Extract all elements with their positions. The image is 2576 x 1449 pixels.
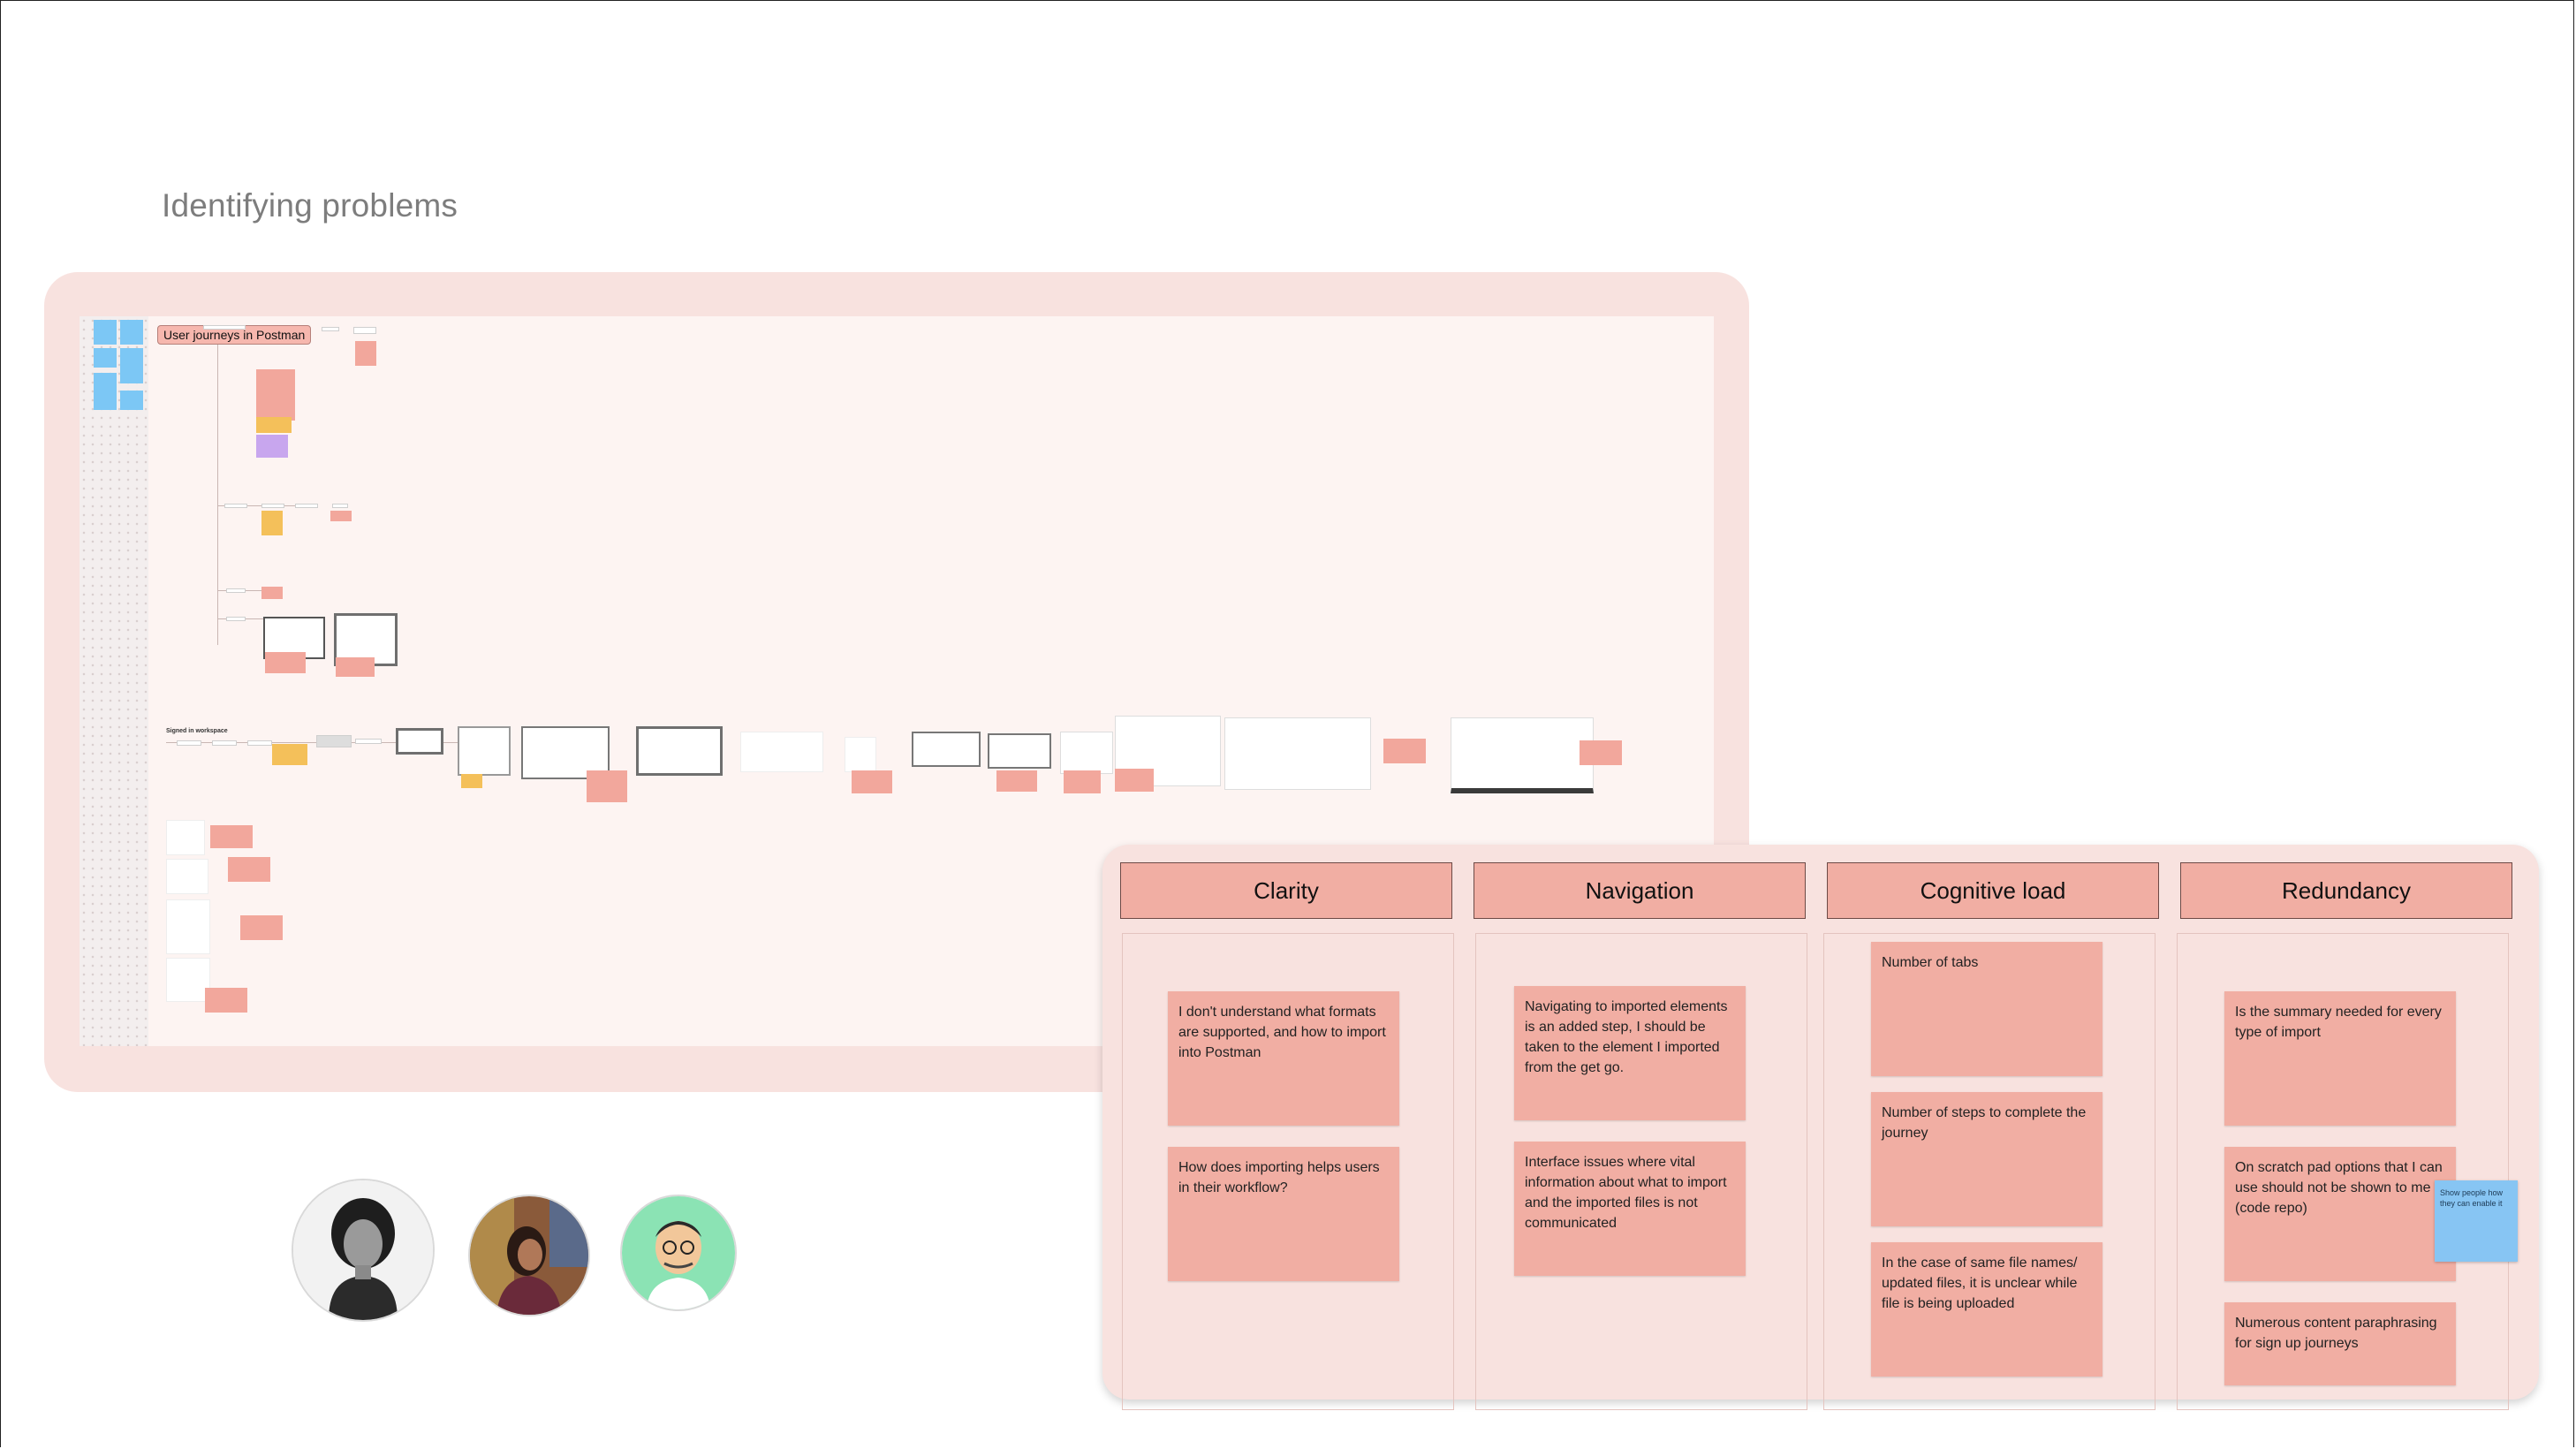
mini-screenshot (1224, 717, 1371, 790)
avatar[interactable] (620, 1195, 737, 1311)
mini-sticky-yellow (272, 744, 307, 765)
mini-sticky-pink (1064, 770, 1101, 793)
mini-screenshot (636, 726, 723, 776)
mini-label (295, 504, 318, 508)
mini-label (261, 504, 284, 508)
column-body-redundancy (2177, 933, 2509, 1410)
sticky-note[interactable]: Number of steps to complete the journey (1871, 1092, 2102, 1226)
mini-label (226, 617, 246, 621)
column-header-cognitive-load: Cognitive load (1827, 862, 2159, 919)
mini-screenshot (845, 737, 876, 772)
mini-sticky-pink (996, 770, 1037, 792)
mini-sticky-pink (240, 915, 283, 940)
mini-screenshot (1451, 717, 1594, 793)
mini-sticky-pink (336, 657, 375, 677)
mini-sticky-yellow (261, 511, 283, 535)
mini-sticky-pink (205, 988, 247, 1013)
tree-line (217, 345, 218, 645)
mini-screenshot (166, 899, 210, 954)
mini-screenshot (988, 733, 1051, 769)
sticky-note[interactable]: Is the summary needed for every type of … (2224, 991, 2456, 1126)
mini-sticky-pink (256, 369, 295, 421)
mini-screenshot (166, 958, 210, 1002)
mini-label (316, 735, 352, 747)
mini-screenshot (166, 820, 205, 855)
column-body-navigation (1475, 933, 1807, 1410)
mini-label (224, 504, 247, 508)
mini-sticky-pink (261, 587, 283, 599)
mini-sticky-blue (120, 391, 143, 410)
mini-sticky-pink (265, 652, 306, 673)
person-avatar-icon (622, 1196, 735, 1309)
mini-sticky-blue (94, 348, 117, 368)
sticky-note[interactable]: Navigating to imported elements is an ad… (1514, 986, 1746, 1120)
mini-sticky-pink (587, 770, 627, 802)
tree-line (166, 742, 458, 743)
mini-label (203, 325, 246, 330)
mini-sticky-purple (256, 435, 288, 458)
comment-text: Show people how they can enable it (2440, 1188, 2504, 1208)
affinity-board: Clarity I don't understand what formats … (1102, 845, 2539, 1410)
mini-screenshot (166, 859, 208, 894)
mini-screenshot (396, 728, 443, 755)
sticky-note[interactable]: On scratch pad options that I can use sh… (2224, 1147, 2456, 1281)
mini-sticky-blue (120, 320, 143, 345)
column-body-cognitive-load (1823, 933, 2156, 1410)
column-header-redundancy: Redundancy (2180, 862, 2512, 919)
mini-sticky-pink (1580, 740, 1622, 765)
mini-label (247, 740, 272, 746)
workspace-label: Signed in workspace (166, 728, 228, 734)
mini-screenshot (1060, 732, 1113, 774)
column-body-clarity (1122, 933, 1454, 1410)
mini-sticky-blue (94, 320, 117, 345)
sticky-note[interactable]: I don't understand what formats are supp… (1168, 991, 1399, 1126)
column-header-navigation: Navigation (1474, 862, 1806, 919)
mini-sticky-yellow (256, 417, 292, 433)
sticky-note[interactable]: In the case of same file names/ updated … (1871, 1242, 2102, 1377)
comment-sticky-blue[interactable]: Show people how they can enable it (2435, 1180, 2518, 1262)
mini-sticky-pink (1115, 769, 1154, 792)
mini-sticky-blue (120, 348, 143, 383)
mini-sticky-yellow (461, 774, 482, 788)
mini-label (355, 739, 382, 744)
person-avatar-icon (470, 1196, 588, 1315)
mini-label (212, 740, 237, 746)
mini-label (322, 327, 339, 331)
mini-sticky-pink (355, 341, 376, 366)
sticky-note[interactable]: Number of tabs (1871, 942, 2102, 1076)
sticky-note[interactable]: Interface issues where vital information… (1514, 1142, 1746, 1276)
avatar[interactable] (468, 1195, 590, 1316)
mini-sticky-pink (1383, 739, 1426, 763)
mini-screenshot (458, 726, 511, 776)
dot-grid-panel (80, 316, 148, 1046)
mini-sticky-blue (94, 373, 117, 410)
mini-label (332, 504, 348, 508)
mini-label (353, 327, 376, 334)
avatar[interactable] (292, 1179, 435, 1322)
mini-sticky-pink (228, 857, 270, 882)
mini-sticky-pink (210, 825, 253, 848)
mini-label (177, 740, 201, 746)
mini-label (226, 588, 246, 593)
sticky-note[interactable]: Numerous content paraphrasing for sign u… (2224, 1302, 2456, 1385)
mini-screenshot (740, 732, 823, 772)
journey-canvas[interactable]: User journeys in Postman Signed in works… (80, 316, 1714, 1046)
section-title: Identifying problems (162, 187, 458, 224)
mini-screenshot (912, 732, 981, 767)
person-avatar-icon (293, 1180, 433, 1320)
column-header-clarity: Clarity (1120, 862, 1452, 919)
mini-sticky-pink (330, 511, 352, 521)
sticky-note[interactable]: How does importing helps users in their … (1168, 1147, 1399, 1281)
mini-sticky-pink (852, 770, 892, 793)
